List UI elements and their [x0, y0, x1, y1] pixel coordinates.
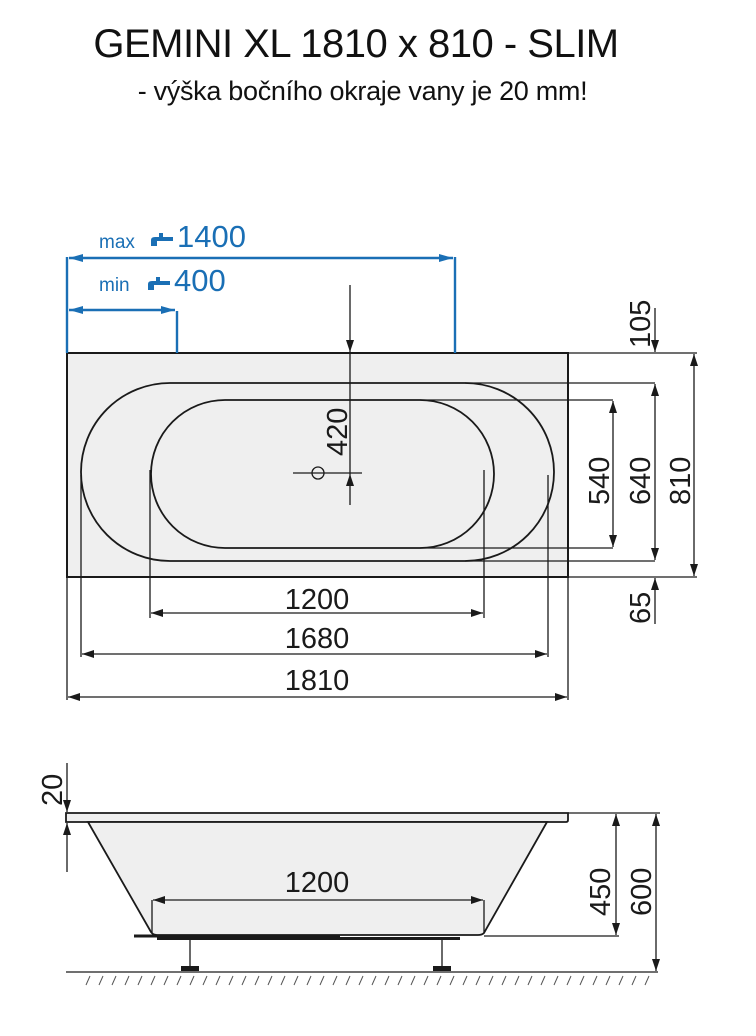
faucet-max-prefix: max: [99, 232, 135, 253]
bottom-length-label: 1200: [285, 867, 350, 899]
width-1680-label: 1680: [285, 623, 350, 655]
height-540-label: 540: [584, 457, 616, 505]
height-810-label: 810: [665, 457, 697, 505]
height-105-label: 105: [625, 300, 657, 348]
foot-right: [433, 966, 451, 971]
page-subtitle: - výška bočního okraje vany je 20 mm!: [137, 76, 588, 106]
page-title: GEMINI XL 1810 x 810 - SLIM: [93, 22, 619, 66]
total-height-label: 600: [626, 868, 658, 916]
faucet-icon: [148, 277, 170, 290]
foot-left: [181, 966, 199, 971]
faucet-min-prefix: min: [99, 275, 130, 296]
width-1810-label: 1810: [285, 665, 350, 697]
top-view: 420 max 1400 min 400 1200 1680 1810: [65, 219, 698, 701]
width-1200-label: 1200: [285, 584, 350, 616]
depth-label: 450: [585, 868, 617, 916]
faucet-max-value: 1400: [177, 219, 246, 254]
rim-height-label: 20: [37, 774, 69, 806]
floor-hatching: [85, 975, 650, 986]
drain-offset-label: 420: [322, 408, 354, 456]
side-view: 1200 20 450 600: [37, 763, 660, 986]
tub-rim: [65, 812, 569, 823]
height-65-label: 65: [625, 592, 657, 624]
faucet-icon: [151, 233, 173, 246]
faucet-min-value: 400: [174, 263, 226, 298]
tub-body: [86, 821, 549, 936]
height-640-label: 640: [625, 457, 657, 505]
